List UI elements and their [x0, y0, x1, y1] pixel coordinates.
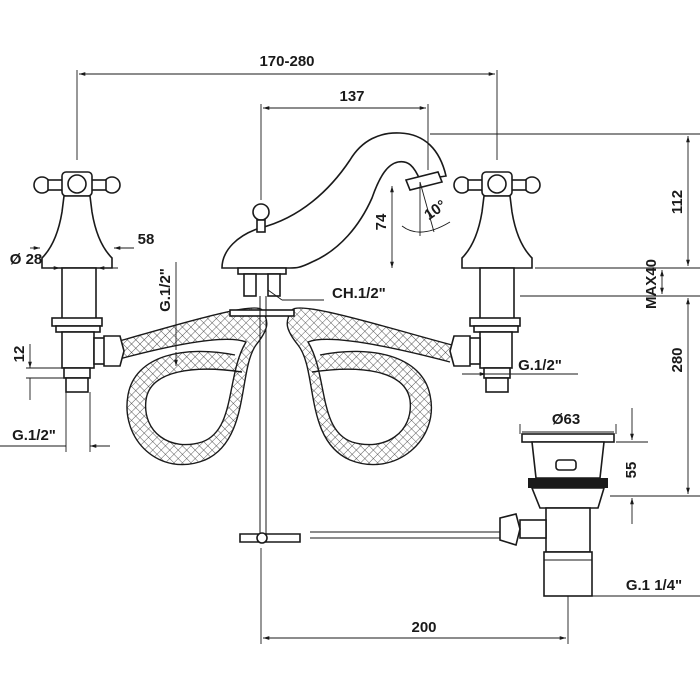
handle-width-label: 58 — [138, 231, 155, 248]
bottom-left-thread-label: G.1/2" — [12, 427, 56, 444]
left-valve — [33, 171, 125, 393]
waste-height-label: 55 — [623, 462, 640, 479]
waste-diameter-label: Ø63 — [552, 411, 580, 428]
shank-length-label: 280 — [669, 347, 686, 372]
right-hose-loop — [287, 308, 452, 465]
total-height-label: 112 — [669, 190, 686, 214]
overall-spread-label: 170-280 — [259, 53, 314, 70]
rod-length-label: 200 — [411, 619, 436, 636]
spout — [221, 132, 447, 317]
left-small-dimension-label: 12 — [11, 346, 28, 363]
waste-thread-label: G.1 1/4" — [626, 577, 682, 594]
braided-hoses — [104, 307, 453, 466]
left-thread-vertical-label: G.1/2" — [157, 268, 174, 312]
max-deck-label: MAX40 — [643, 259, 660, 309]
popup-rod — [239, 296, 500, 544]
shank-diameter-label: Ø 28 — [10, 251, 43, 268]
dimension-lines — [0, 70, 700, 644]
left-hose-loop — [105, 308, 267, 465]
right-thread-label: G.1/2" — [518, 357, 562, 374]
spout-reach-label: 137 — [339, 88, 364, 105]
right-valve — [449, 171, 541, 393]
spout-height-label: 74 — [373, 213, 390, 230]
center-connection-label: CH.1/2" — [332, 285, 386, 302]
pop-up-waste — [499, 433, 615, 597]
